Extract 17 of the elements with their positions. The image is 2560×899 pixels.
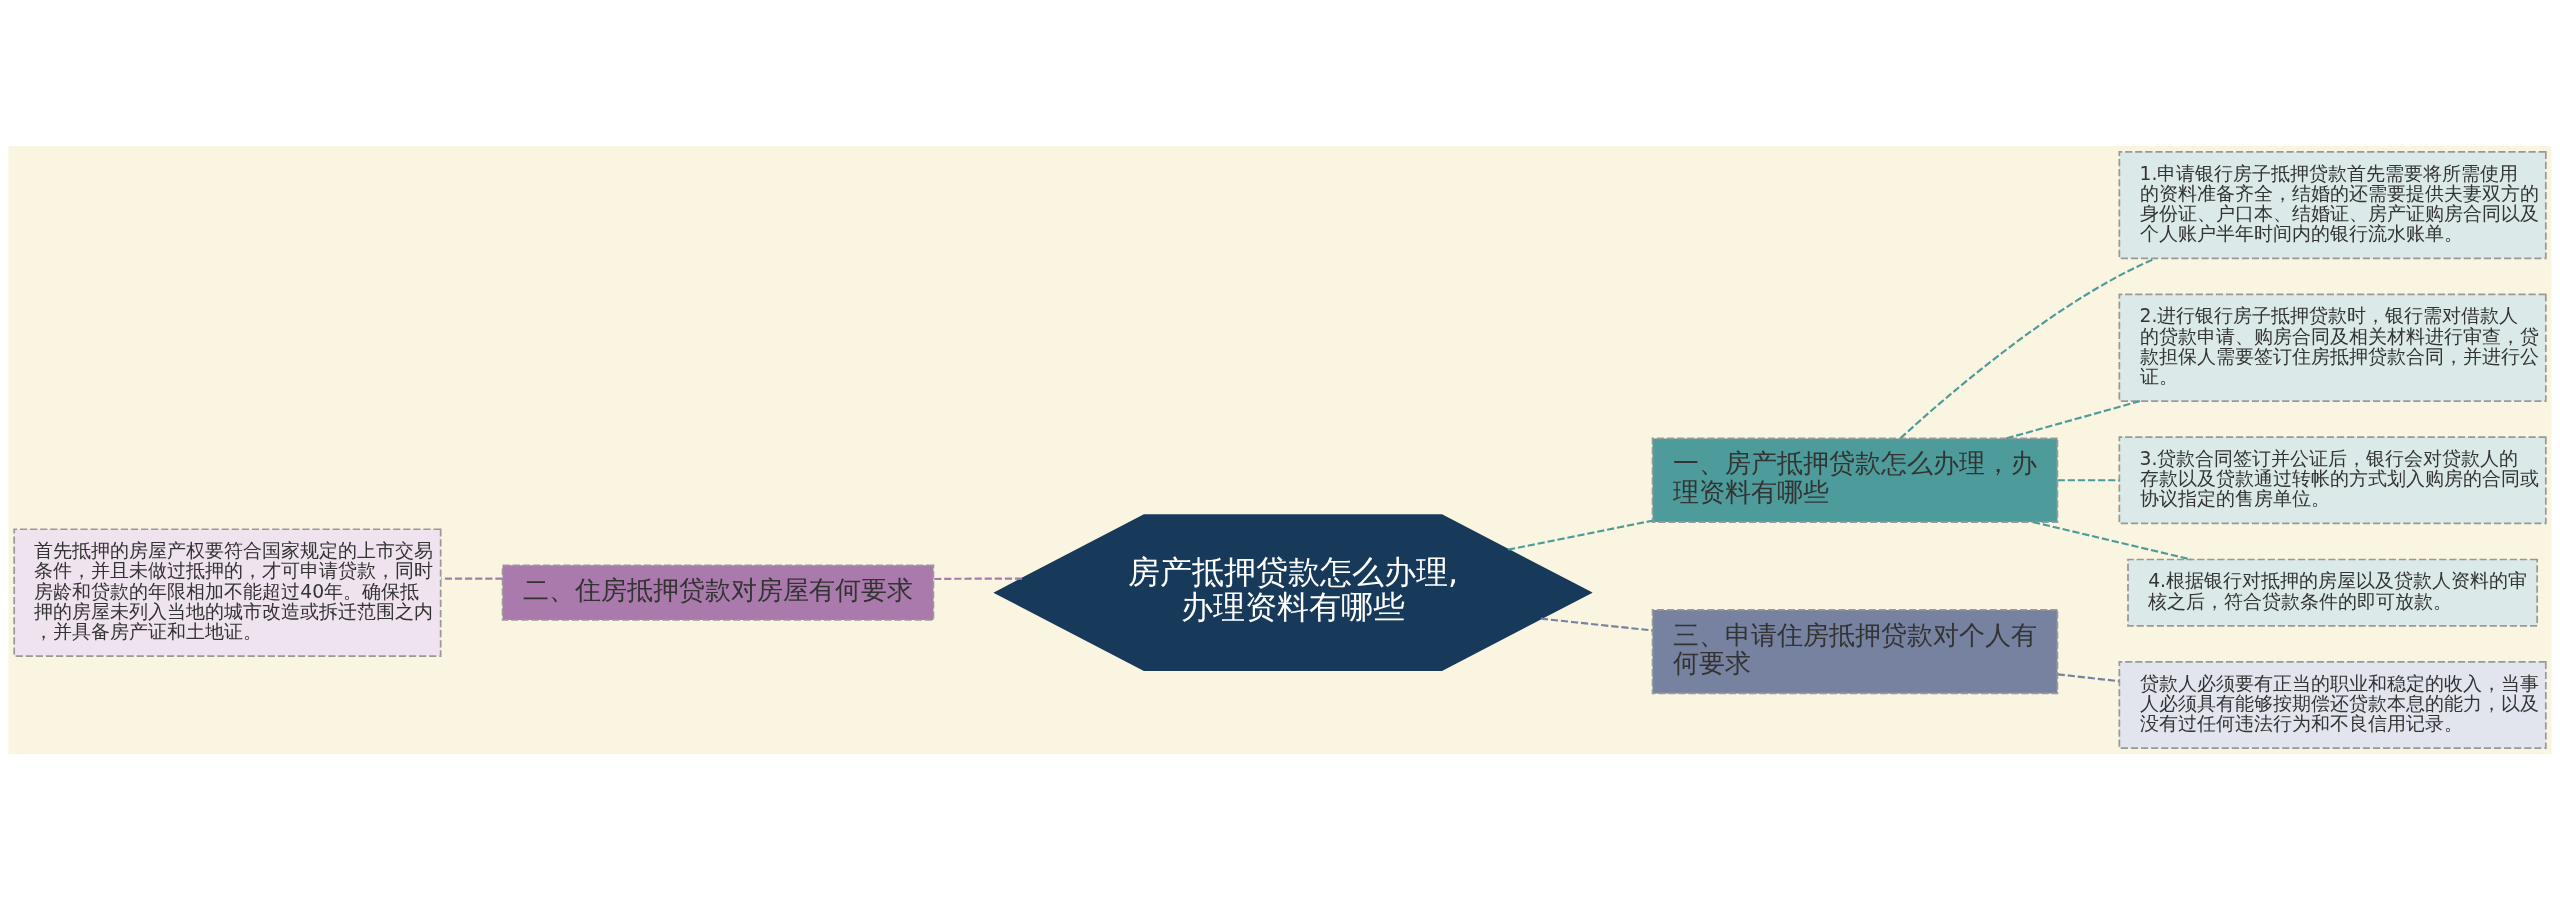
node-box: 2.进行银行房子抵押贷款时，银行需对借款人的贷款申请、购房合同及相关材料进行审查，贷款担保人需要签订住房抵押贷款合同，并进行公证。 (2118, 293, 2547, 402)
connector (2057, 478, 2120, 481)
node-box: 4.根据银行对抵押的房屋以及贷款人资料的审核之后，符合贷款条件的即可放款。 (2127, 558, 2539, 627)
connector (441, 577, 503, 580)
node-box: 一、房产抵押贷款怎么办理，办理资料有哪些 (1651, 437, 2059, 523)
node-box: 首先抵押的房屋产权要符合国家规定的上市交易条件，并且未做过抵押的，才可申请贷款，同时房龄和贷款的年限相加不能超过40年。确保抵押的房屋未列入当地的城市改造或拆迁范围之内，并具备房产证和土地证。 (13, 527, 442, 657)
connector (1540, 617, 1653, 632)
node-box: 贷款人必须要有正当的职业和稳定的收入，当事人必须具有能够按期偿还贷款本息的能力，以及没有过任何违法行为和不良信用记录。 (2118, 660, 2547, 749)
connector (933, 577, 1023, 580)
connector (1507, 519, 1653, 551)
node-box: 3.贷款合同签订并公证后，银行会对贷款人的存款以及贷款通过转帐的方式划入购房的合同或协议指定的售房单位。 (2118, 435, 2547, 524)
connector (2032, 520, 2192, 560)
node-box: 1.申请银行房子抵押贷款首先需要将所需使用的资料准备齐全，结婚的还需要提供夫妻双方的身份证、户口本、结婚证、房产证购房合同以及个人账户半年时间内的银行流水账单。 (2118, 150, 2547, 259)
connector (2006, 399, 2141, 439)
node-box: 二、住房抵押贷款对房屋有何要求 (501, 563, 935, 621)
connector (2057, 672, 2120, 682)
node-box: 三、申请住房抵押贷款对个人有何要求 (1651, 608, 2059, 694)
